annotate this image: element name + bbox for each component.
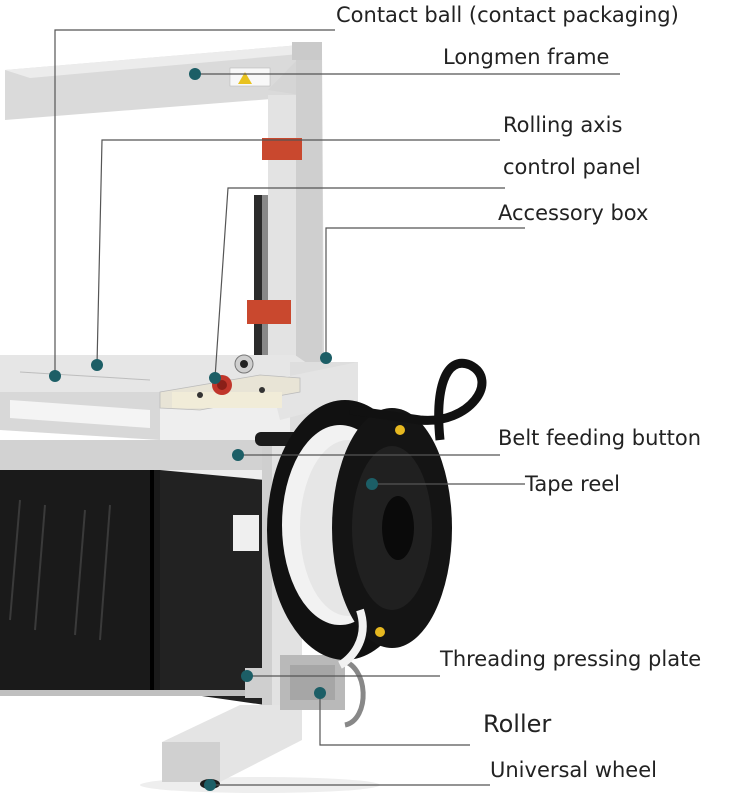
marker-threading-pressing-plate bbox=[241, 670, 253, 682]
control-panel-plate bbox=[159, 354, 301, 411]
leader-lines bbox=[54, 29, 620, 786]
marker-longmen-frame bbox=[189, 68, 201, 80]
marker-tape-reel bbox=[366, 478, 378, 490]
label-rolling-axis: Rolling axis bbox=[503, 113, 623, 137]
marker-dots bbox=[49, 68, 378, 791]
marker-contact-ball bbox=[49, 370, 61, 382]
leader-rolling-axis bbox=[96, 139, 500, 366]
red-bracket-lower bbox=[247, 300, 291, 324]
marker-accessory-box bbox=[320, 352, 332, 364]
label-longmen-frame: Longmen frame bbox=[443, 45, 610, 69]
leader-control-panel bbox=[214, 187, 505, 379]
red-bracket-upper bbox=[262, 138, 302, 160]
leader-roller bbox=[319, 693, 470, 746]
label-accessory-box: Accessory box bbox=[498, 201, 649, 225]
label-roller: Roller bbox=[483, 710, 552, 738]
label-tape-reel: Tape reel bbox=[525, 472, 620, 496]
label-control-panel: control panel bbox=[503, 155, 641, 179]
label-threading-pressing-plate: Threading pressing plate bbox=[440, 647, 702, 671]
marker-control-panel bbox=[209, 372, 221, 384]
base-foot bbox=[162, 705, 302, 789]
label-contact-ball: Contact ball (contact packaging) bbox=[336, 3, 679, 27]
longmen-frame-top-beam bbox=[5, 45, 322, 120]
label-belt-feeding-button: Belt feeding button bbox=[498, 426, 702, 450]
marker-roller bbox=[314, 687, 326, 699]
threading-assembly bbox=[245, 655, 366, 728]
marker-belt-feeding-button bbox=[232, 449, 244, 461]
label-universal-wheel: Universal wheel bbox=[490, 758, 657, 782]
marker-rolling-axis bbox=[91, 359, 103, 371]
machine-body bbox=[0, 440, 265, 705]
marker-universal-wheel bbox=[204, 779, 216, 791]
leader-accessory-box bbox=[325, 227, 525, 358]
leader-contact-ball bbox=[54, 29, 335, 375]
